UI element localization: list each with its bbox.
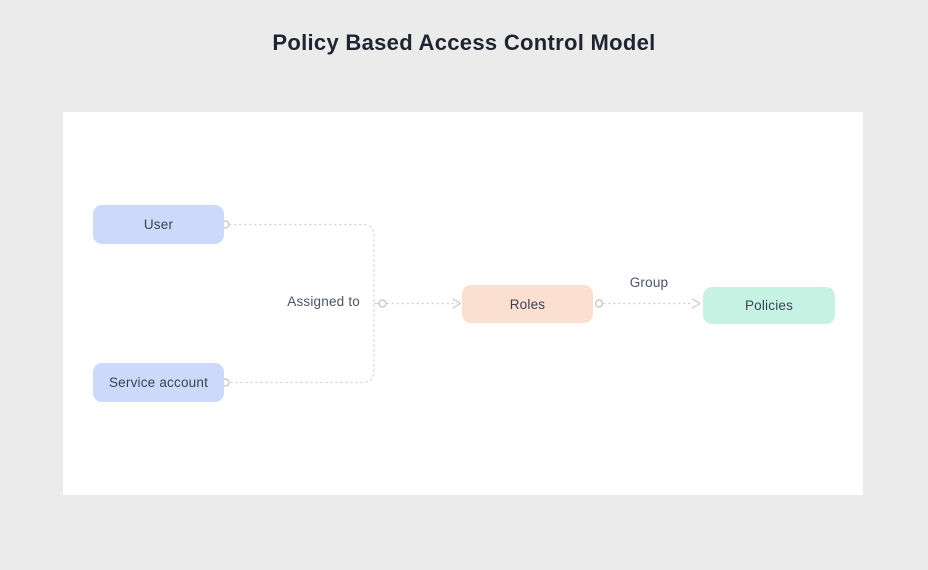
node-service-account-label: Service account [108,375,209,390]
arrowhead-policies-icon [691,298,701,309]
node-roles-label: Roles [509,296,546,312]
node-service-account[interactable]: Service account [93,363,224,402]
node-policies[interactable]: Policies [703,287,835,324]
connector-dot-merge [378,299,387,308]
connector-dot-roles [594,299,604,308]
arrowhead-roles-icon [452,298,462,309]
edge-user-service-merge [229,223,375,384]
node-user[interactable]: User [93,205,224,244]
edge-label-group: Group [629,275,669,290]
diagram-title: Policy Based Access Control Model [272,30,656,55]
node-policies-label: Policies [744,298,794,313]
edge-label-assigned-to: Assigned to [287,294,360,309]
diagram-canvas: User Service account Roles Policies Assi… [63,112,863,495]
node-roles[interactable]: Roles [462,285,593,323]
node-user-label: User [143,217,174,232]
